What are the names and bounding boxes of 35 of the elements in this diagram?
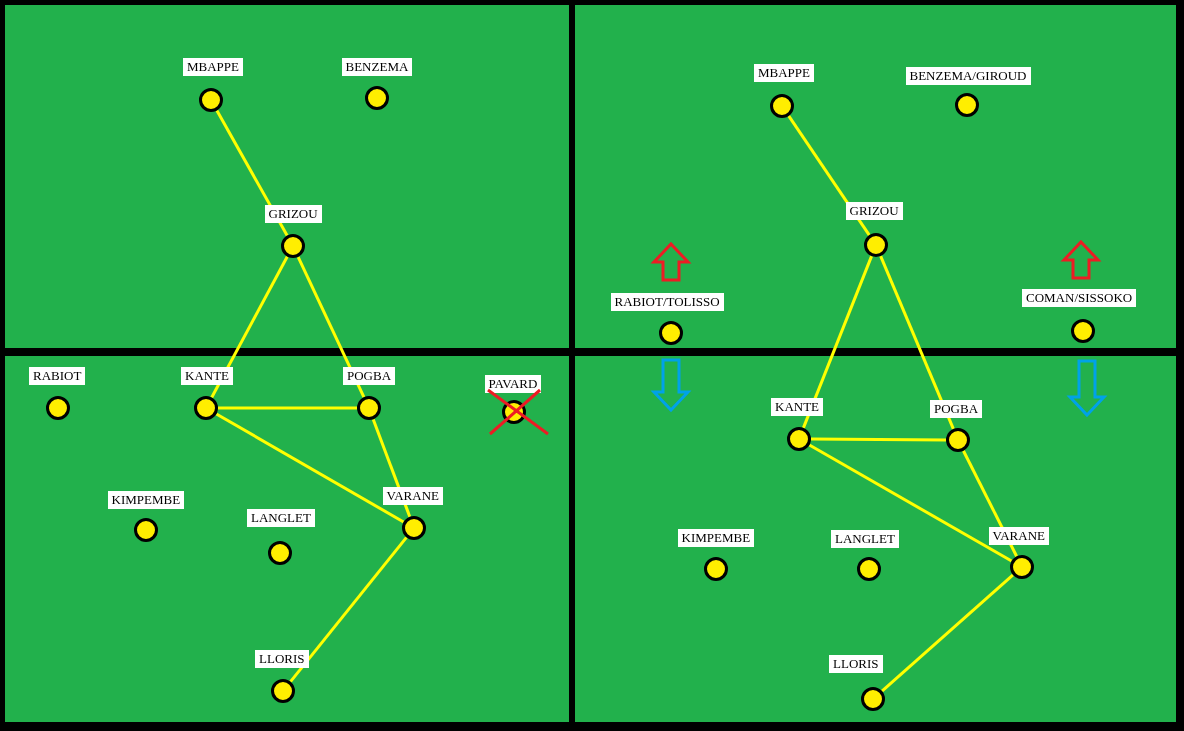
player-name: GRIZOU (845, 202, 903, 220)
connection-line (215, 412, 405, 524)
player-name: LANGLET (831, 530, 899, 548)
player-name: LLORIS (255, 650, 309, 668)
connection-line (808, 443, 1013, 563)
player-name: MBAPPE (754, 64, 815, 82)
player-name: RABIOT/TOLISSO (610, 293, 724, 311)
player-name: RABIOT (29, 367, 86, 385)
player-name: POGBA (343, 367, 396, 385)
player-name: POGBA (930, 400, 983, 418)
connection-line (296, 256, 366, 398)
player-name: COMAN/SISSOKO (1022, 289, 1137, 307)
player-name: VARANE (988, 527, 1049, 545)
connection-line (802, 255, 873, 429)
connection-line (881, 573, 1014, 693)
connection-line (879, 255, 955, 430)
connection-line (215, 109, 289, 237)
player-name: VARANE (382, 487, 443, 505)
connection-line (289, 536, 408, 683)
player-name: KIMPEMBE (107, 491, 185, 509)
player-name: GRIZOU (264, 205, 322, 223)
player-name: LLORIS (829, 655, 883, 673)
connection-line (811, 437, 946, 442)
connection-line (210, 255, 289, 399)
player-name: KANTE (771, 398, 824, 416)
connection-line (787, 115, 871, 236)
player-name: MBAPPE (183, 58, 244, 76)
connection-line (218, 406, 357, 410)
player-name: KANTE (181, 367, 234, 385)
player-name: BENZEMA/GIROUD (905, 67, 1031, 85)
player-name: PAVARD (484, 375, 542, 393)
player-name: LANGLET (247, 509, 315, 527)
connection-line (962, 450, 1018, 557)
player-name: BENZEMA (341, 58, 413, 76)
player-name: KIMPEMBE (677, 529, 755, 547)
